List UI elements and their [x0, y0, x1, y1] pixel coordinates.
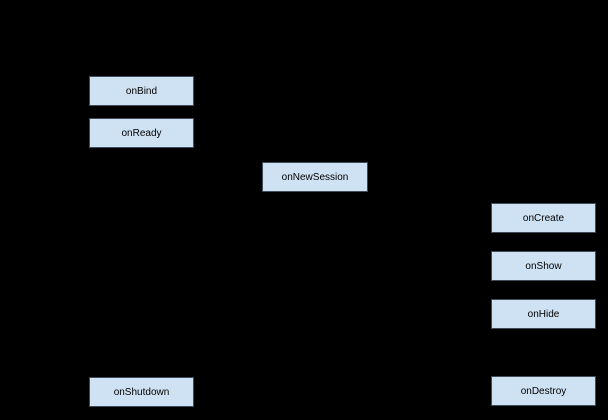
node-onbind-label: onBind — [125, 85, 158, 97]
node-onbind: onBind — [89, 76, 194, 106]
node-ondestroy: onDestroy — [491, 376, 596, 406]
node-oncreate-label: onCreate — [522, 212, 565, 224]
node-onshow-label: onShow — [525, 260, 562, 272]
node-onshow: onShow — [491, 251, 596, 281]
node-onshutdown-label: onShutdown — [113, 386, 170, 398]
node-onnewsession-label: onNewSession — [281, 171, 349, 183]
node-onnewsession: onNewSession — [262, 162, 368, 192]
node-onshutdown: onShutdown — [89, 377, 194, 407]
node-onready: onReady — [89, 118, 194, 148]
node-oncreate: onCreate — [491, 203, 596, 233]
node-ondestroy-label: onDestroy — [520, 385, 567, 397]
node-onready-label: onReady — [121, 127, 162, 139]
node-onhide: onHide — [491, 299, 596, 329]
node-onhide-label: onHide — [527, 308, 560, 320]
